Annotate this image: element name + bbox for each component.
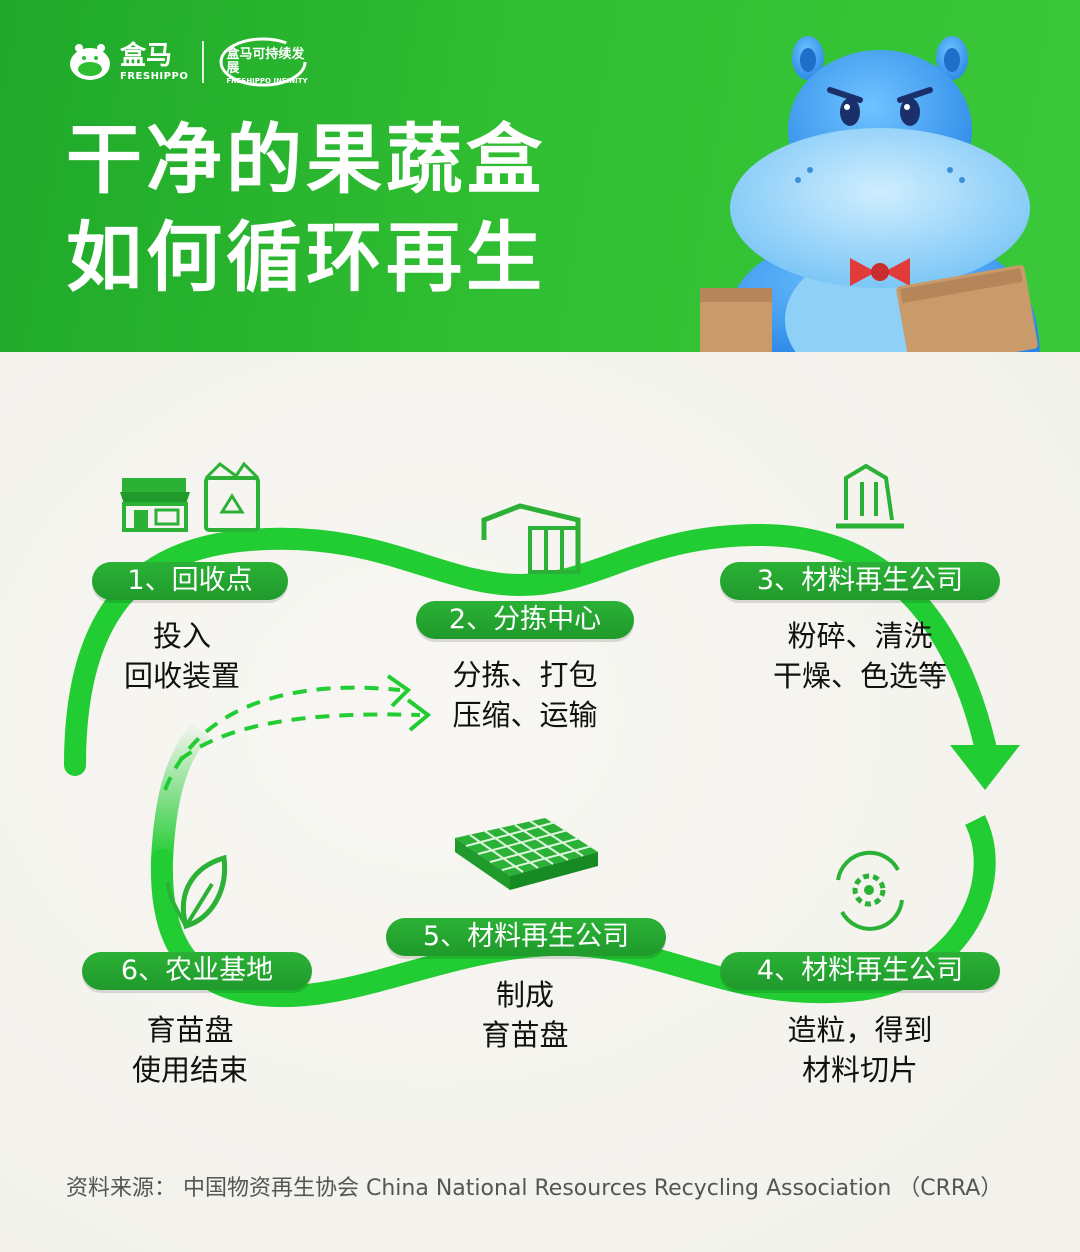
title-line-2: 如何循环再生 [66, 213, 546, 302]
step-5-desc-line1: 制成 [495, 978, 554, 1012]
factory-icon [836, 463, 904, 529]
step-4-label: 4、材料再生公司 [720, 952, 1000, 990]
step-5-label: 5、材料再生公司 [386, 918, 666, 956]
brand-logo: 盒马 FRESHIPPO 盒马可持续发展 FRESHIPPO INFINITY [68, 36, 308, 88]
step-4-desc-line1: 造粒，得到 [787, 1013, 933, 1047]
flow-arrow-down [950, 745, 1020, 790]
sustainability-label-en: FRESHIPPO INFINITY [226, 76, 308, 85]
sustainability-label: 盒马可持续发展 [226, 47, 305, 77]
header-banner: 盒马 FRESHIPPO 盒马可持续发展 FRESHIPPO INFINITY … [0, 0, 1080, 352]
step-1-label: 1、回收点 [92, 562, 288, 600]
dashed-arrow-2-head [406, 698, 432, 732]
brand-divider [202, 41, 205, 83]
dashed-arrow-2 [178, 712, 421, 762]
step-4-desc: 造粒，得到 材料切片 [760, 1010, 960, 1090]
infinity-badge: 盒马可持续发展 FRESHIPPO INFINITY [218, 36, 308, 88]
step-2-desc: 分拣、打包 压缩、运输 [420, 655, 630, 735]
step-3-desc: 粉碎、清洗 干燥、色选等 [750, 616, 970, 696]
step-5-desc: 制成 育苗盘 [430, 975, 620, 1055]
hippo-logo-icon [70, 44, 110, 80]
warehouse-icon [481, 503, 581, 574]
step-5-desc-line2: 育苗盘 [481, 1018, 569, 1052]
step-6-label: 6、农业基地 [82, 952, 312, 990]
step-2-desc-line1: 分拣、打包 [452, 658, 598, 692]
leaf-icon [166, 854, 228, 930]
store-icon [120, 478, 190, 532]
step-3-desc-line1: 粉碎、清洗 [787, 619, 933, 653]
step-1-desc: 投入 回收装置 [92, 616, 272, 696]
step-3-desc-line2: 干燥、色选等 [772, 659, 947, 693]
step-1-desc-line1: 投入 [152, 619, 211, 653]
step-6-desc-line2: 使用结束 [131, 1053, 248, 1087]
step-4-desc-line2: 材料切片 [801, 1053, 918, 1087]
title-line-1: 干净的果蔬盒 [66, 115, 546, 204]
step-6-desc: 育苗盘 使用结束 [100, 1010, 280, 1090]
step-1-desc-line2: 回收装置 [123, 659, 240, 693]
gear-recycle-icon [836, 850, 904, 931]
hippo-mascot [700, 36, 1040, 352]
source-citation: 资料来源： 中国物资再生协会 China National Resources … [66, 1176, 1003, 1201]
step-6-desc-line1: 育苗盘 [146, 1013, 234, 1047]
dashed-arrow-1-head [386, 674, 412, 708]
flow-line-fade [151, 722, 209, 861]
step-2-desc-line2: 压缩、运输 [452, 698, 598, 732]
brand-name-en: FRESHIPPO [120, 70, 189, 82]
step-2-label: 2、分拣中心 [416, 601, 634, 639]
brand-name: 盒马 [120, 40, 173, 71]
recycle-bin-icon [204, 461, 260, 532]
step-3-label: 3、材料再生公司 [720, 562, 1000, 600]
seedling-tray-icon [455, 818, 598, 890]
